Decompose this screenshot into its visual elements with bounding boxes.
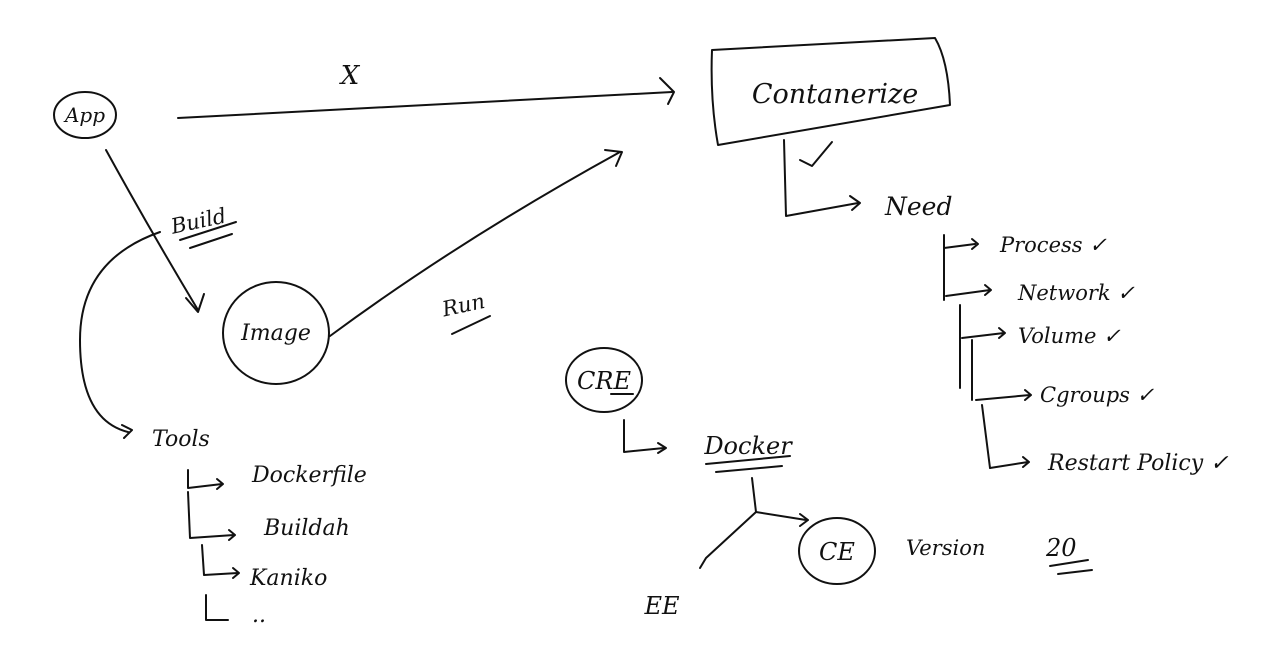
docker-stem xyxy=(751,477,757,513)
cre-node-circle xyxy=(565,347,643,413)
tools-arrowhead xyxy=(121,424,133,439)
containerize-check-icon xyxy=(799,141,833,167)
need-label: Need xyxy=(884,192,952,221)
needs-bracket xyxy=(943,234,991,469)
x-label: X xyxy=(339,61,361,91)
tool-item-1: Dockerfile xyxy=(251,463,367,488)
run-underline xyxy=(451,315,491,335)
containerize-label: Contanerize xyxy=(752,79,918,110)
ce-node-label: CE xyxy=(819,538,855,566)
app-to-containerize-arrow xyxy=(177,91,673,119)
version-label: Version xyxy=(906,536,985,560)
docker-to-ce-arrow xyxy=(755,511,809,527)
app-to-containerize-arrowhead xyxy=(659,77,675,105)
run-label: Run xyxy=(439,289,487,322)
image-to-containerize-arrowhead xyxy=(604,149,623,167)
tool-item-3: Kaniko xyxy=(249,566,327,591)
need-item-5: Restart Policy ✓ xyxy=(1047,451,1229,476)
app-to-image-arrowhead xyxy=(185,293,205,313)
tools-arrow-1 xyxy=(187,469,224,490)
ee-label: EE xyxy=(643,592,680,620)
app-node-label: App xyxy=(63,103,105,127)
tools-arrow-4 xyxy=(205,594,229,621)
cre-node-label: CRE xyxy=(577,367,631,395)
cre-to-docker-arrowhead xyxy=(657,442,667,454)
image-to-containerize-arrow xyxy=(329,151,621,337)
tool-item-4: .. xyxy=(252,603,266,628)
needs-arrow-1 xyxy=(943,238,979,250)
image-node-circle xyxy=(222,281,330,385)
needs-arrow-4 xyxy=(975,389,1032,401)
version-underline xyxy=(1049,559,1093,575)
tool-item-2: Buildah xyxy=(263,516,350,541)
app-node-circle xyxy=(53,91,117,139)
need-item-3: Volume ✓ xyxy=(1018,324,1121,348)
needs-arrow-3 xyxy=(961,327,1006,339)
app-to-image-arrow xyxy=(105,149,199,311)
need-arrowhead xyxy=(849,195,861,211)
needs-arrow-2 xyxy=(945,284,992,297)
need-item-4: Cgroups ✓ xyxy=(1040,383,1155,407)
docker-to-ee-line xyxy=(699,511,757,569)
need-connector xyxy=(783,139,859,217)
tools-arrow-2 xyxy=(187,491,236,541)
ce-node-circle xyxy=(798,517,876,585)
tools-label: Tools xyxy=(152,427,210,452)
need-item-2: Network ✓ xyxy=(1017,281,1135,305)
need-item-1: Process ✓ xyxy=(999,233,1107,257)
version-value: 20 xyxy=(1045,534,1077,562)
tools-arrow-3 xyxy=(201,544,240,579)
containerize-box xyxy=(710,37,951,146)
cre-to-docker-arrow xyxy=(623,419,665,453)
docker-label: Docker xyxy=(703,432,793,460)
docker-underline xyxy=(705,455,791,473)
needs-arrow-5 xyxy=(989,456,1030,469)
build-underline xyxy=(179,221,237,249)
tools-connector xyxy=(79,231,161,433)
image-node-label: Image xyxy=(240,321,311,346)
